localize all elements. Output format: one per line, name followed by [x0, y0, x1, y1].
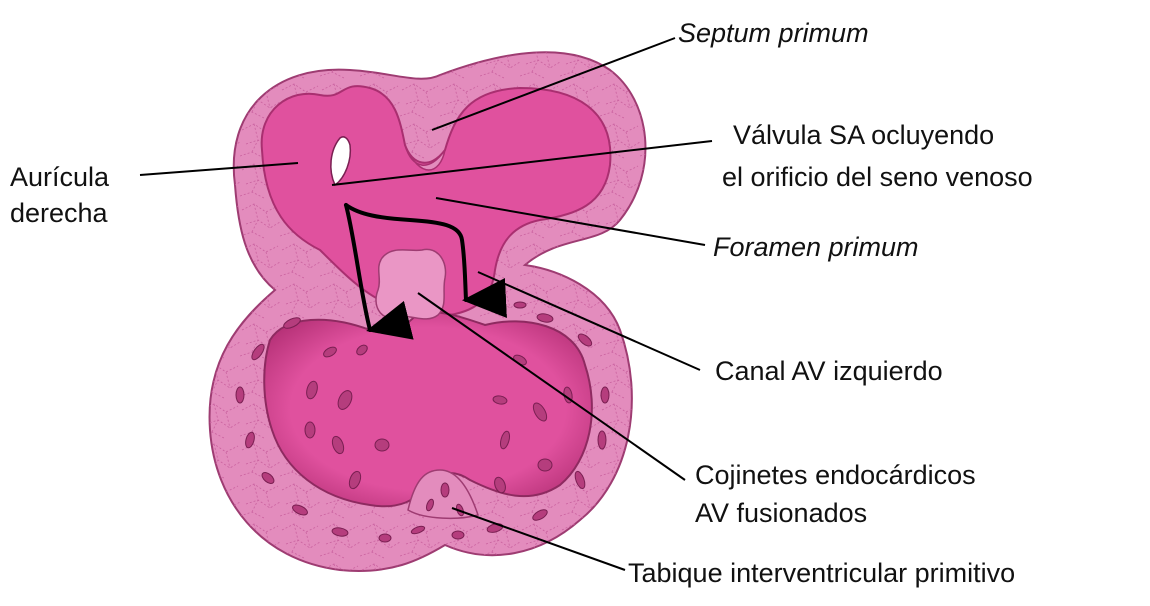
- label-canal-av: Canal AV izquierdo: [715, 356, 943, 386]
- labels: Septum primum Válvula SA ocluyendo el or…: [10, 18, 1033, 588]
- leader-lines: [139, 37, 713, 571]
- label-valvula-sa-line1: Válvula SA ocluyendo: [733, 120, 994, 150]
- label-cojinetes-line2: AV fusionados: [695, 498, 867, 528]
- endocardial-cushions: [375, 248, 447, 320]
- sinus-venosus-orifice: [330, 136, 352, 187]
- label-foramen-primum: Foramen primum: [713, 232, 919, 262]
- blood-flow-arrows: [344, 203, 507, 340]
- label-cojinetes-line1: Cojinetes endocárdicos: [695, 460, 976, 490]
- label-valvula-sa-line2: el orificio del seno venoso: [722, 162, 1033, 192]
- label-septum-primum: Septum primum: [678, 18, 869, 48]
- trabeculae: [235, 301, 610, 543]
- label-auricula-line2: derecha: [10, 198, 109, 228]
- label-tabique: Tabique interventricular primitivo: [628, 558, 1015, 588]
- label-auricula-line1: Aurícula: [10, 162, 110, 192]
